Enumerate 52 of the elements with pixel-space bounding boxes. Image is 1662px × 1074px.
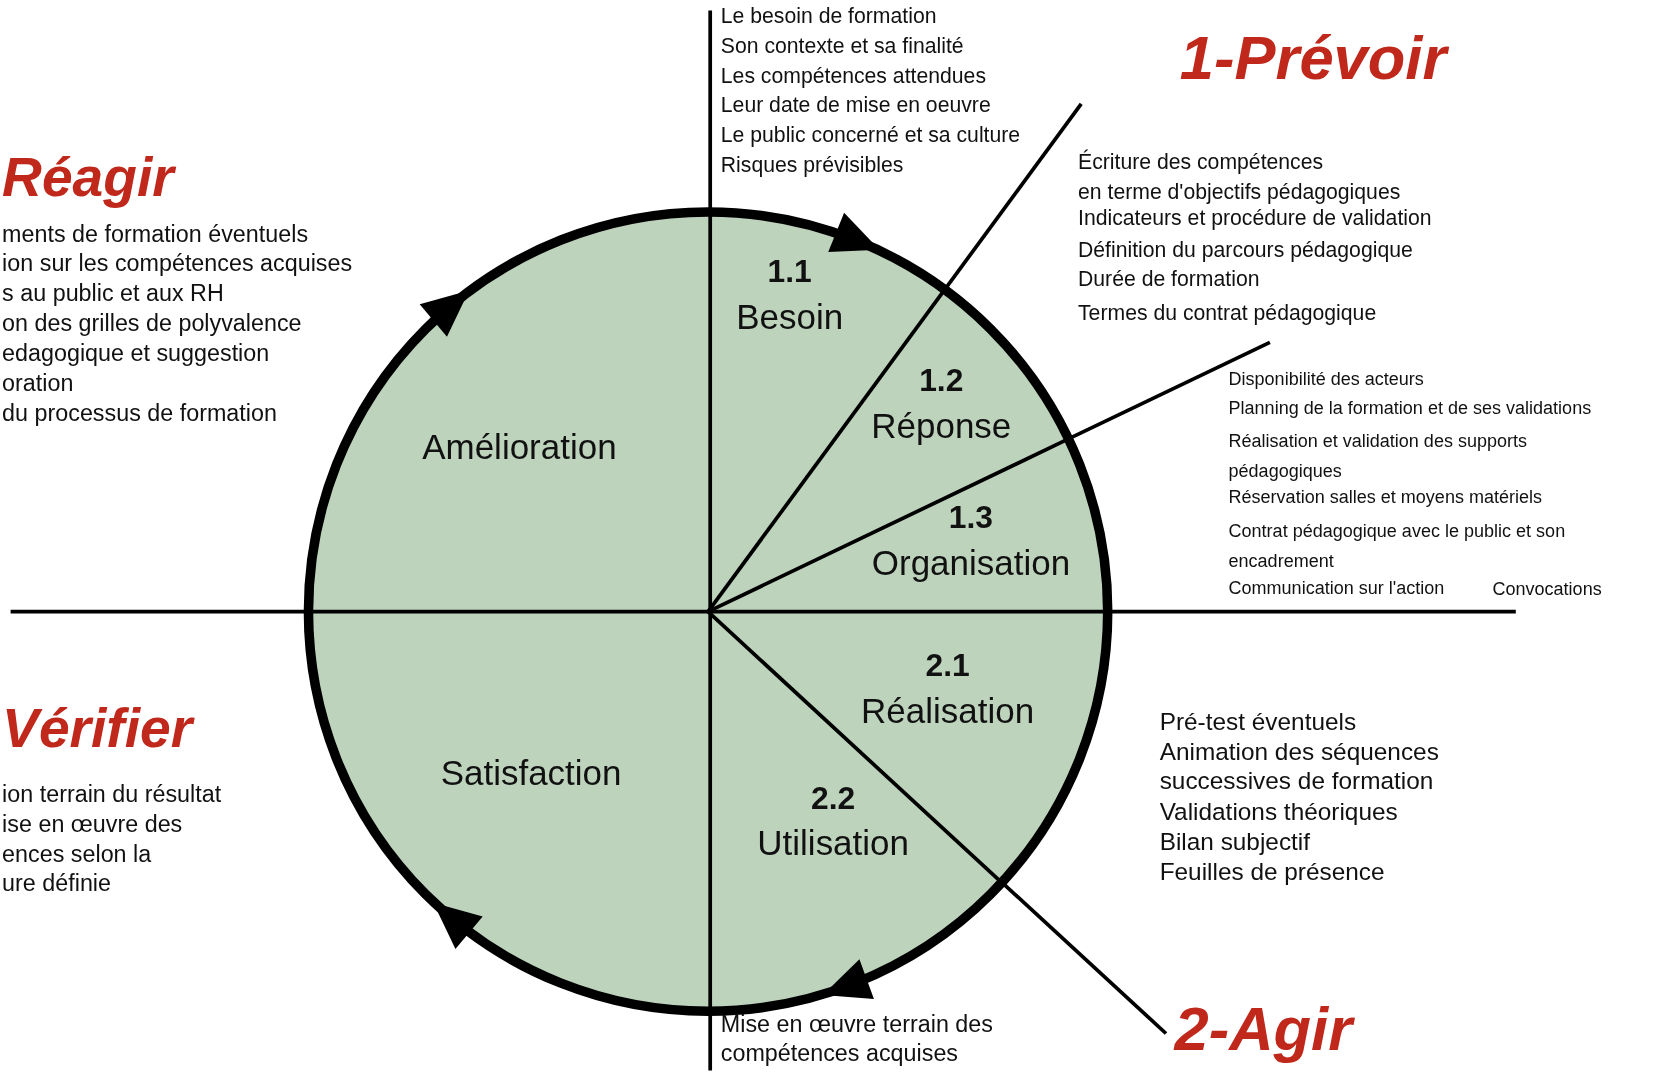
sector-label: Réponse (871, 405, 1012, 448)
sector-label: Satisfaction (440, 752, 622, 795)
step-number: 1.2 (919, 361, 964, 400)
step-number: 1.1 (767, 252, 812, 291)
note-text: du processus de formation (2, 399, 277, 428)
note-text: ion terrain du résultat (2, 781, 222, 810)
note-text: edagogique et suggestion (2, 340, 270, 369)
step-number: 2.2 (811, 779, 856, 818)
note-text: Pré-test éventuels (1159, 708, 1357, 738)
note-text: Définition du parcours pédagogique (1078, 236, 1413, 262)
sector-label: Amélioration (422, 426, 617, 469)
note-text: ise en œuvre des (2, 810, 183, 839)
phase-title: 2-Agir (1174, 993, 1353, 1066)
note-text: Risques prévisibles (720, 151, 904, 177)
note-text: Écriture des compétences (1078, 148, 1324, 174)
note-text: ences selon la (2, 840, 152, 869)
note-text: Durée de formation (1078, 266, 1260, 292)
sector-label: Organisation (871, 541, 1071, 584)
step-number: 1.3 (948, 498, 994, 537)
note-text: Bilan subjectif (1159, 827, 1311, 858)
note-text: Son contexte et sa finalité (720, 32, 964, 59)
note-text: Le public concerné et sa culture (720, 121, 1021, 148)
note-text: oration (2, 369, 74, 398)
note-text: on des grilles de polyvalence (2, 309, 302, 338)
note-text: ion sur les compétences acquises (2, 250, 353, 279)
phase-title: Vérifier (2, 696, 193, 761)
note-text: Le besoin de formation (720, 3, 937, 29)
note-text: Validations théoriques (1159, 798, 1398, 828)
note-text: en terme d'objectifs pédagogiques (1078, 179, 1401, 205)
note-text: Leur date de mise en oeuvre (720, 92, 991, 118)
note-text: s au public et aux RH (2, 279, 224, 308)
note-text: Contrat pédagogique avec le public et son encadrement (1228, 520, 1567, 574)
note-text: Termes du contrat pédagogique (1078, 300, 1377, 326)
note-text: Les compétences attendues (720, 62, 986, 88)
note-text: Réalisation et validation des supports pédagogiques (1228, 430, 1529, 484)
phase-title: 1-Prévoir (1179, 22, 1447, 95)
note-text: Animation des séquences successives de formation (1159, 737, 1440, 795)
note-text: Communication sur l'action (1228, 577, 1445, 600)
note-text: ments de formation éventuels (2, 220, 309, 249)
note-text: Indicateurs et procédure de validation (1078, 204, 1432, 230)
note-text: Feuilles de présence (1159, 857, 1385, 887)
note-text: Convocations (1492, 578, 1602, 601)
phase-title: Réagir (2, 145, 174, 210)
note-text: Réservation salles et moyens matériels (1228, 487, 1542, 510)
note-text: Planning de la formation et de ses validations (1228, 398, 1592, 421)
sector-label: Besoin (736, 295, 844, 338)
sector-label: Utilisation (757, 822, 909, 865)
sector-label: Réalisation (861, 690, 1035, 733)
step-number: 2.1 (925, 646, 970, 685)
note-text: Disponibilité des acteurs (1228, 368, 1424, 391)
note-text: Mise en œuvre terrain des compétences acquises (720, 1010, 994, 1068)
note-text: ure définie (2, 870, 112, 899)
